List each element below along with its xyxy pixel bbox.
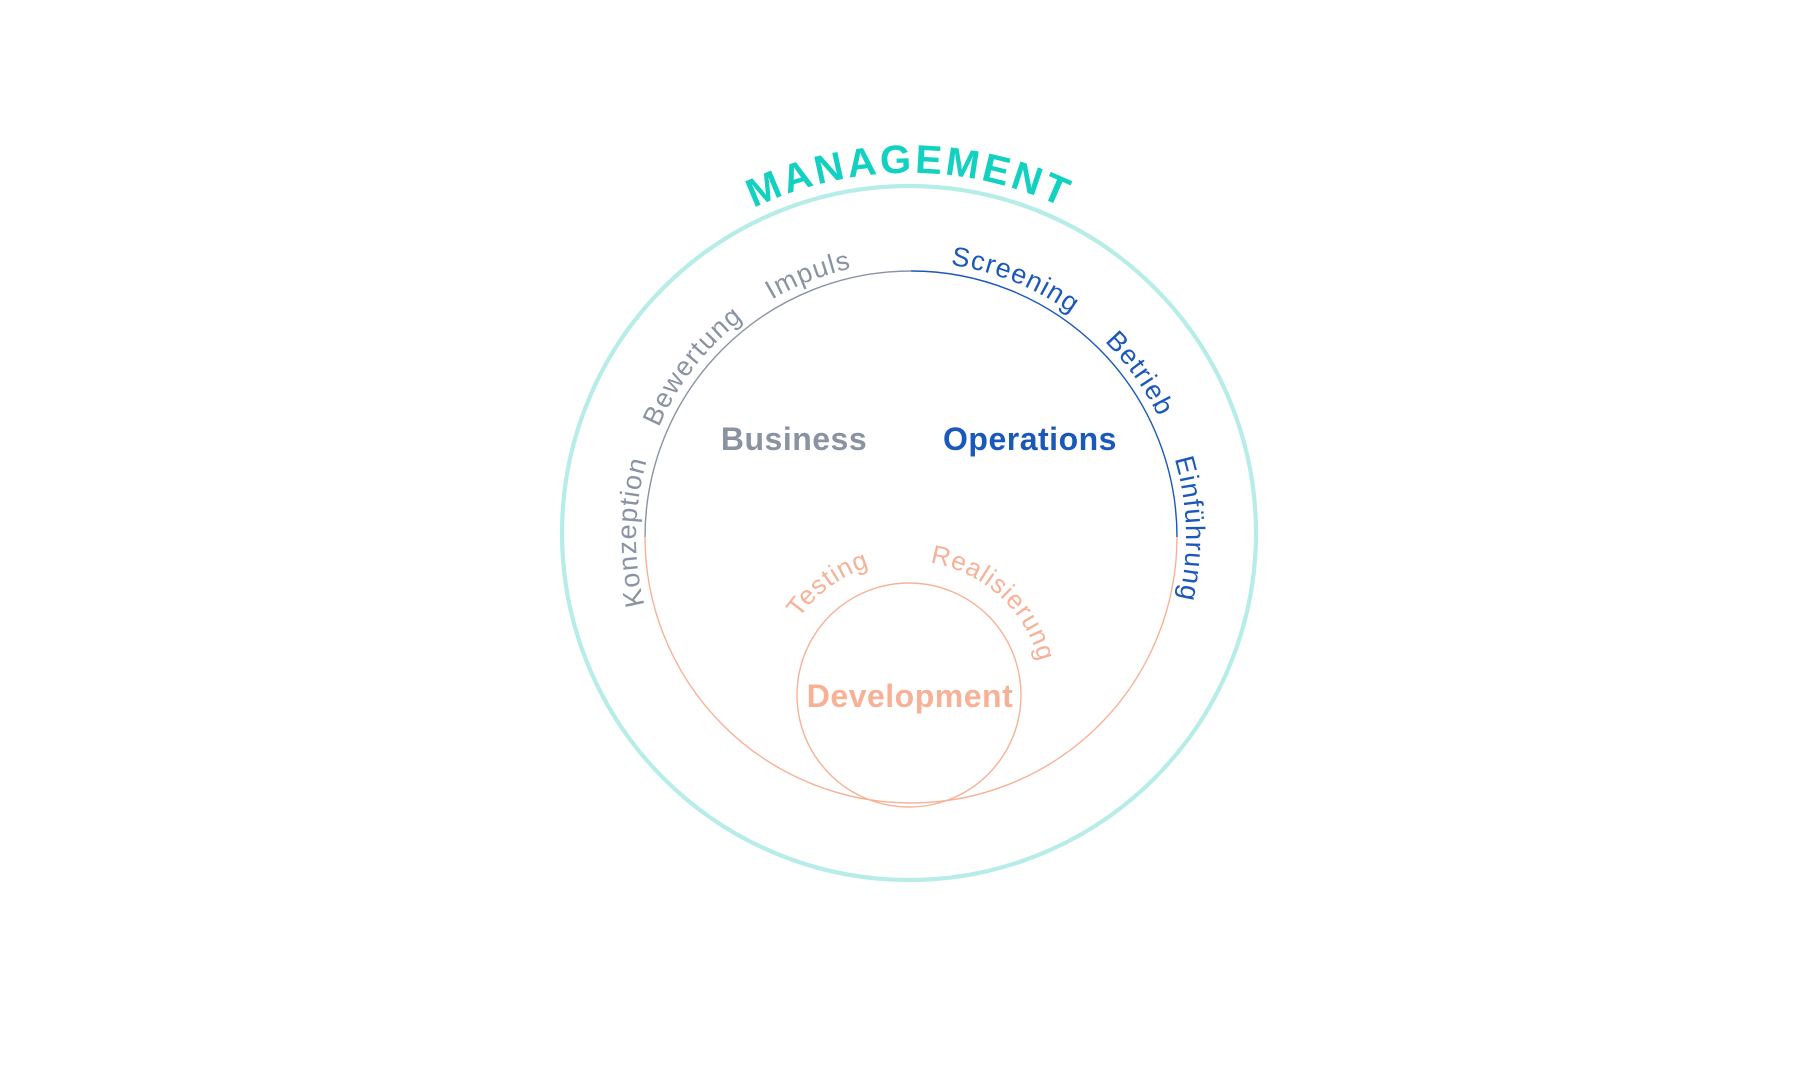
operations-arc <box>910 270 1178 538</box>
development-arc <box>644 536 1178 804</box>
business-label: Business <box>721 421 867 457</box>
development-label: Development <box>807 678 1013 714</box>
business-arc <box>644 270 912 538</box>
development-ring <box>796 582 1022 808</box>
phase-einfuehrung: Einführung <box>1169 453 1210 605</box>
phase-screening: Screening <box>949 241 1085 319</box>
phase-konzeption: Konzeption <box>612 454 653 611</box>
phase-bewertung: Bewertung <box>637 300 748 430</box>
management-label: MANAGEMENT <box>740 138 1079 217</box>
phase-testing: Testing <box>780 544 872 622</box>
operations-label: Operations <box>943 421 1117 457</box>
phase-realisierung: Realisierung <box>929 539 1063 664</box>
phase-betrieb: Betrieb <box>1100 325 1180 421</box>
phase-impuls: Impuls <box>760 245 854 305</box>
management-ring <box>559 183 1259 883</box>
